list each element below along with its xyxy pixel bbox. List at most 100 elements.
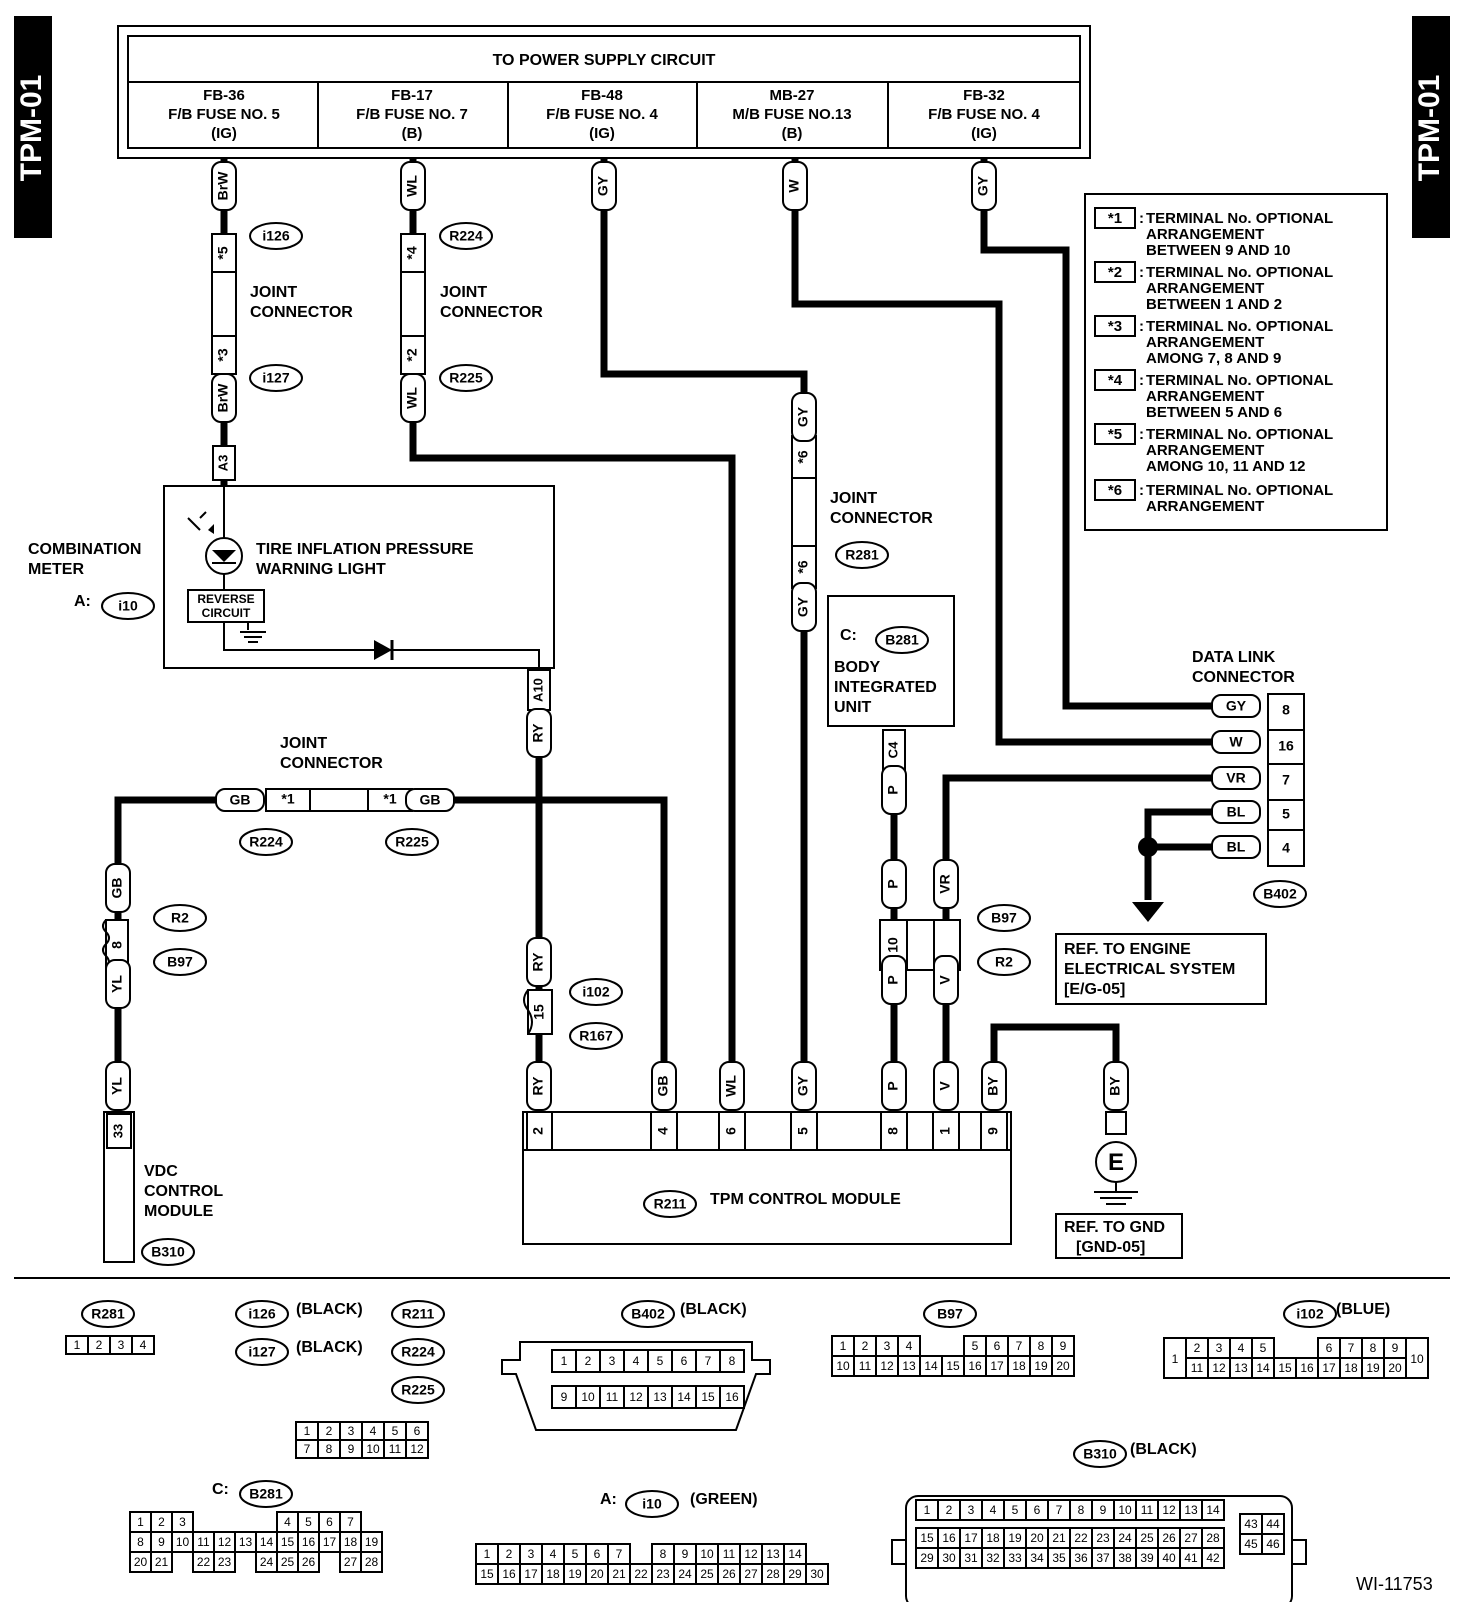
svg-text:FB-32: FB-32	[963, 87, 1005, 104]
note-key: *3	[1108, 318, 1122, 335]
svg-text:FB-48: FB-48	[581, 87, 623, 104]
pin-cell	[297, 1551, 320, 1573]
tpm-pin-label: 6	[723, 1127, 739, 1135]
svg-text:28: 28	[365, 1555, 379, 1569]
connector-id-badge	[239, 1480, 293, 1508]
note-line: ARRANGEMENT	[1146, 334, 1264, 351]
joint-connector-label-4a: JOINT	[280, 735, 327, 752]
svg-text:UNIT: UNIT	[834, 699, 872, 716]
svg-text:7: 7	[347, 1515, 354, 1529]
svg-text:5: 5	[1012, 1503, 1019, 1517]
connector-id-badge	[249, 364, 303, 392]
pin-cell	[131, 1335, 155, 1355]
wire-color-label: GY	[795, 596, 811, 617]
svg-text:8: 8	[326, 1442, 333, 1456]
svg-text:(IG): (IG)	[211, 125, 237, 142]
svg-text:14: 14	[1206, 1503, 1220, 1517]
wire-color-label: P	[885, 879, 901, 888]
side-tab-right-label: TPM-01	[1413, 75, 1446, 182]
connector-id-label: B97	[167, 954, 193, 970]
svg-text:24: 24	[260, 1555, 274, 1569]
connector-id-label: R224	[249, 834, 283, 850]
wire-color-label: GY	[975, 175, 991, 196]
svg-text:(BLACK): (BLACK)	[1130, 1441, 1197, 1458]
power-supply-box: TO POWER SUPPLY CIRCUIT FB-36 F/B FUSE N…	[117, 25, 1091, 159]
connector-id-label: i10	[118, 598, 138, 614]
connector-id-label: B281	[249, 1486, 283, 1502]
svg-text:7: 7	[705, 1354, 712, 1368]
connector-id-label: R225	[395, 834, 429, 850]
svg-text:4: 4	[633, 1354, 640, 1368]
connector-id-badge	[1283, 1300, 1337, 1328]
svg-text:10: 10	[366, 1442, 380, 1456]
svg-text:2: 2	[585, 1354, 592, 1368]
connector-id-badge	[249, 222, 303, 250]
pin-cell	[1261, 1533, 1285, 1555]
svg-text:[GND-05]: [GND-05]	[1076, 1239, 1145, 1256]
svg-text:A:: A:	[74, 593, 91, 610]
wire-color-pill	[651, 1061, 677, 1111]
svg-text:17: 17	[990, 1359, 1004, 1373]
wire-color-pill	[881, 1061, 907, 1111]
svg-text:14: 14	[260, 1535, 274, 1549]
svg-text::: :	[1139, 426, 1144, 443]
svg-text:28: 28	[766, 1567, 780, 1581]
tpm-pin-label: 5	[795, 1127, 811, 1135]
svg-text:8: 8	[1038, 1339, 1045, 1353]
connector-id-badge	[141, 1238, 195, 1266]
svg-text:24: 24	[1118, 1531, 1132, 1545]
svg-text:26: 26	[302, 1555, 316, 1569]
connector-id-badge	[923, 1300, 977, 1328]
svg-text:14: 14	[924, 1359, 938, 1373]
note-line: AMONG 10, 11 AND 12	[1146, 458, 1306, 475]
note-line: BETWEEN 9 AND 10	[1146, 242, 1290, 259]
wire-color-pill	[791, 1061, 817, 1111]
svg-text:7: 7	[1056, 1503, 1063, 1517]
svg-text::: :	[1139, 372, 1144, 389]
svg-text:C:: C:	[840, 627, 857, 644]
svg-text:13: 13	[1234, 1361, 1248, 1375]
svg-text:2: 2	[96, 1338, 103, 1352]
svg-text:3: 3	[118, 1338, 125, 1352]
svg-text:F/B FUSE NO. 4: F/B FUSE NO. 4	[928, 106, 1040, 123]
joint-connector-label-2a: JOINT	[440, 284, 487, 301]
connector-id-badge	[621, 1300, 675, 1328]
wire-color-pill	[881, 765, 907, 815]
svg-text:24: 24	[678, 1567, 692, 1581]
svg-text:13: 13	[902, 1359, 916, 1373]
svg-text:FB-17: FB-17	[391, 87, 433, 104]
wire-color-label: RY	[530, 952, 546, 972]
side-tab-left-label: TPM-01	[15, 75, 48, 182]
wire-color-label: P	[885, 1081, 901, 1090]
svg-text:8: 8	[137, 1535, 144, 1549]
connector-id-label: B97	[991, 910, 1017, 926]
svg-text:1: 1	[1172, 1352, 1179, 1366]
svg-text:INTEGRATED: INTEGRATED	[834, 679, 937, 696]
combination-meter-box: A3 REVERSE CIRCUIT A10 TIRE INFLATION PR…	[163, 445, 555, 711]
svg-text:30: 30	[942, 1551, 956, 1565]
wire-color-pill	[211, 161, 237, 211]
svg-text:METER: METER	[28, 561, 84, 578]
svg-text:6: 6	[414, 1424, 421, 1438]
svg-text:CIRCUIT: CIRCUIT	[202, 606, 251, 620]
svg-text:27: 27	[744, 1567, 758, 1581]
wire-color-label: V	[937, 1081, 953, 1091]
svg-text:(B): (B)	[402, 125, 423, 142]
note-line: ARRANGEMENT	[1146, 388, 1264, 405]
svg-text:3: 3	[609, 1354, 616, 1368]
svg-text:20: 20	[1030, 1531, 1044, 1545]
svg-text:13: 13	[653, 1390, 667, 1404]
svg-text:16: 16	[1278, 738, 1294, 754]
joint-connector-r281: *6 *6 JOINT CONNECTOR	[791, 435, 933, 589]
connector-id-label: B310	[151, 1244, 185, 1260]
svg-text:22: 22	[197, 1555, 211, 1569]
fuse-fb32: FB-32 F/B FUSE NO. 4 (IG)	[928, 87, 1040, 142]
svg-text:10: 10	[176, 1535, 190, 1549]
legend-labels: (BLACK) (BLACK) (BLACK) (BLUE) (BLACK) (…	[212, 1301, 1390, 1508]
wire-color-label: BY	[985, 1076, 1001, 1096]
svg-text:2: 2	[862, 1339, 869, 1353]
svg-text:18: 18	[344, 1535, 358, 1549]
svg-text:6: 6	[1034, 1503, 1041, 1517]
connector-id-badge	[391, 1376, 445, 1404]
